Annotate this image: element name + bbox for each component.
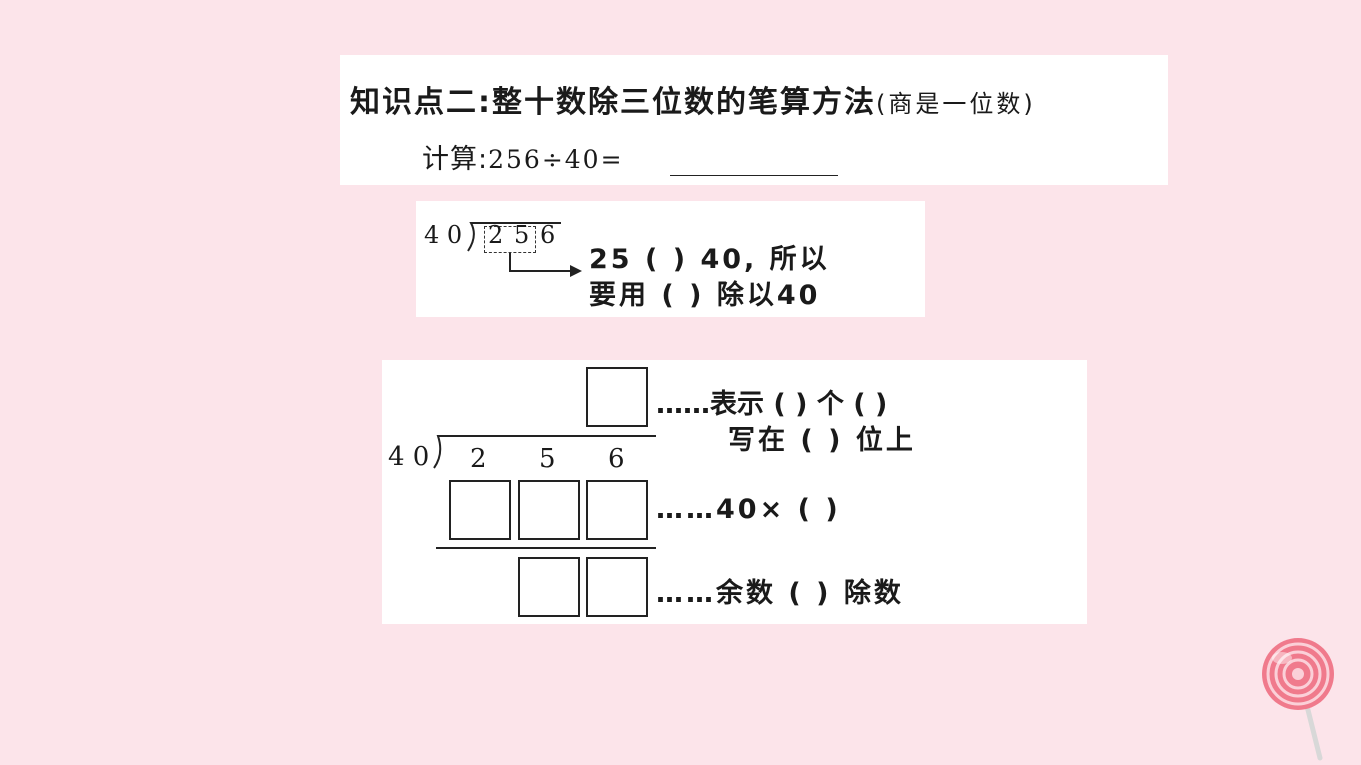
panel1-digit-1: 2 [488,221,504,249]
panel1-division-bracket [467,222,561,252]
quotient-note-line1: ……表示 ( ) 个 ( ) [656,389,888,420]
panel2-division-bracket [433,435,656,469]
lollipop-icon [1262,638,1334,761]
panel1-hint-line2: 要用 ( ) 除以40 [589,280,821,311]
panel2-digit-1: 2 [470,444,487,474]
quotient-note-line2: 写在 ( ) 位上 [728,425,916,456]
panel2-digit-2: 5 [539,444,556,474]
panel2-digit-3: 6 [608,444,625,474]
arrow-icon [509,253,582,277]
remainder-box-tens[interactable] [518,557,580,617]
product-box-tens[interactable] [518,480,580,540]
product-box-ones[interactable] [586,480,648,540]
panel1-digit-3: 6 [540,221,556,249]
panel1-dashed-box [484,226,536,253]
calc-line: 计算:256÷40= [422,137,624,176]
panel2-divisor: 4 0 [388,442,430,472]
subtraction-line [436,547,656,549]
long-division-panel: ……表示 ( ) 个 ( ) 写在 ( ) 位上 4 0 2 5 6 ……40×… [382,360,1087,624]
trial-division-panel: 4 0 2 5 6 25 ( ) 40, 所以 要用 ( ) 除以40 [416,201,925,317]
remainder-box-ones[interactable] [586,557,648,617]
panel1-divisor: 4 0 [424,221,463,249]
knowledge-point-card: 知识点二:整十数除三位数的笔算方法(商是一位数) 计算:256÷40= [340,55,1168,185]
quotient-box[interactable] [586,367,648,427]
panel1-hint-line1: 25 ( ) 40, 所以 [589,244,830,275]
product-note: ……40× ( ) [656,494,841,525]
calc-expression: 256÷40= [488,145,624,174]
remainder-note: ……余数 ( ) 除数 [656,578,904,609]
section-title-main: 知识点二:整十数除三位数的笔算方法 [350,85,876,120]
section-title: 知识点二:整十数除三位数的笔算方法(商是一位数) [350,77,1036,121]
section-title-note: (商是一位数) [876,90,1036,118]
answer-blank[interactable] [670,175,838,176]
panel1-digit-2: 5 [514,221,530,249]
calc-label: 计算: [422,144,489,175]
product-box-hundreds[interactable] [449,480,511,540]
